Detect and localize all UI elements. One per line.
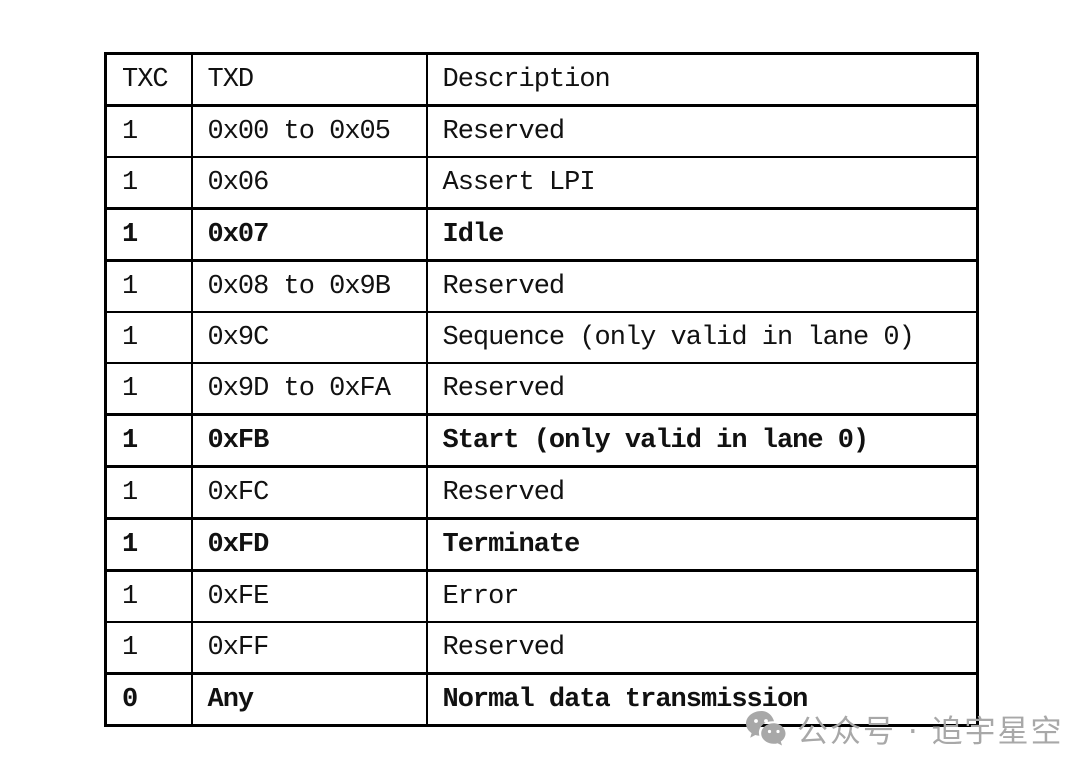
cell-txc: 1 [104, 569, 193, 623]
cell-txd: 0x07 [190, 207, 428, 262]
table-row: 1 0xFD Terminate [104, 517, 979, 572]
cell-txc: 1 [104, 207, 193, 262]
cell-description: Reserved [425, 362, 979, 416]
cell-description: Normal data transmission [425, 672, 979, 727]
table-row: 1 0x00 to 0x05 Reserved [104, 104, 979, 158]
cell-txd: 0xFB [190, 413, 428, 468]
cell-txd: 0xFC [190, 465, 428, 520]
cell-txc: 1 [104, 517, 193, 572]
cell-description: Assert LPI [425, 156, 979, 210]
table-row: 1 0x9D to 0xFA Reserved [104, 362, 979, 416]
cell-txd: 0x00 to 0x05 [190, 104, 428, 158]
cell-txd: 0xFE [190, 569, 428, 623]
table-row: 1 0x06 Assert LPI [104, 156, 979, 210]
cell-description: Reserved [425, 104, 979, 158]
watermark-label: 公众号 · 追宇星空 [797, 714, 1064, 750]
table-row: 1 0xFE Error [104, 569, 979, 623]
cell-description: Error [425, 569, 979, 623]
column-header-txc: TXC [104, 52, 193, 107]
cell-txc: 1 [104, 362, 193, 416]
table-row: 1 0xFC Reserved [104, 465, 979, 520]
column-header-description: Description [425, 52, 979, 107]
table-row: 1 0xFB Start (only valid in lane 0) [104, 413, 979, 468]
cell-txd: 0xFF [190, 621, 428, 675]
cell-txc: 1 [104, 259, 193, 313]
cell-txd: Any [190, 672, 428, 727]
table-row: 1 0x9C Sequence (only valid in lane 0) [104, 311, 979, 364]
wechat-icon [746, 710, 786, 745]
cell-txc: 1 [104, 465, 193, 520]
cell-txd: 0x08 to 0x9B [190, 259, 428, 313]
cell-description: Terminate [425, 517, 979, 572]
cell-description: Idle [425, 207, 979, 262]
cell-txd: 0x06 [190, 156, 428, 210]
cell-description: Sequence (only valid in lane 0) [425, 311, 979, 364]
cell-description: Reserved [425, 259, 979, 313]
cell-txc: 1 [104, 621, 193, 675]
table-row: 1 0x07 Idle [104, 207, 979, 262]
cell-txc: 1 [104, 104, 193, 158]
table-row: 0 Any Normal data transmission [104, 672, 979, 727]
control-codes-table: TXC TXD Description 1 0x00 to 0x05 Reser… [104, 52, 979, 727]
column-header-txd: TXD [190, 52, 428, 107]
cell-txc: 1 [104, 311, 193, 364]
cell-description: Reserved [425, 621, 979, 675]
cell-txd: 0x9D to 0xFA [190, 362, 428, 416]
table-row: 1 0xFF Reserved [104, 621, 979, 675]
cell-description: Start (only valid in lane 0) [425, 413, 979, 468]
table-header-row: TXC TXD Description [104, 52, 979, 107]
cell-txd: 0xFD [190, 517, 428, 572]
cell-txc: 1 [104, 156, 193, 210]
cell-description: Reserved [425, 465, 979, 520]
table-row: 1 0x08 to 0x9B Reserved [104, 259, 979, 313]
cell-txd: 0x9C [190, 311, 428, 364]
watermark: 公众号 · 追宇星空 [745, 706, 1064, 751]
cell-txc: 1 [104, 413, 193, 468]
cell-txc: 0 [104, 672, 193, 727]
